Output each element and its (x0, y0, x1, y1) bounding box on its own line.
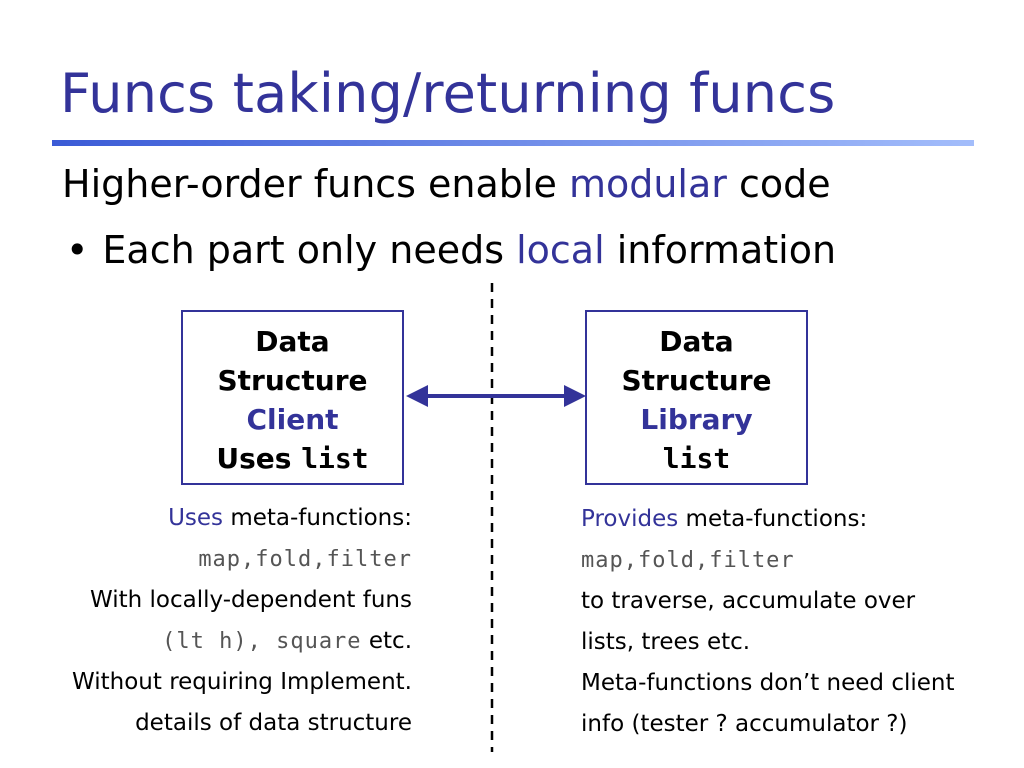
client-notes-code: map,fold,filter (198, 547, 412, 572)
bullet-line: • Each part only needs local information (66, 228, 836, 272)
library-notes-line: to traverse, accumulate over (581, 588, 916, 614)
client-box-line: Structure (217, 364, 368, 397)
subtitle-text: Higher-order funcs enable (62, 162, 569, 206)
arrow-head-left (406, 385, 428, 407)
client-notes-line: details of data structure (135, 710, 412, 736)
title-underline (52, 140, 974, 146)
library-notes-line: lists, trees etc. (581, 629, 751, 655)
client-box-uses: Uses list (216, 442, 369, 475)
subtitle-text-end: code (726, 162, 831, 206)
arrow-head-right (564, 385, 586, 407)
subtitle-line: Higher-order funcs enable modular code (62, 162, 831, 206)
client-box-code: list (301, 442, 369, 475)
library-notes-line: Meta-functions don’t need client (581, 670, 955, 696)
library-notes-code: map,fold,filter (581, 548, 795, 573)
client-notes-line: Without requiring Implement. (72, 669, 412, 695)
library-box: Data Structure Library list (585, 310, 808, 485)
subtitle-emphasis: modular (568, 162, 727, 206)
client-notes-line: Uses meta-functions: (168, 505, 412, 531)
client-box-line: Data (255, 325, 330, 358)
library-box-line: Structure (621, 364, 772, 397)
bullet-emphasis: local (516, 228, 605, 272)
library-notes: Provides meta-functions: map,fold,filter… (581, 499, 955, 745)
client-notes: Uses meta-functions: map,fold,filter Wit… (72, 498, 412, 744)
library-box-role: Library (640, 403, 753, 436)
library-notes-line: Provides meta-functions: (581, 506, 868, 532)
slide-title: Funcs taking/returning funcs (60, 62, 836, 125)
client-notes-line: With locally-dependent funs (90, 587, 412, 613)
client-box-role: Client (246, 403, 339, 436)
library-box-code: list (662, 442, 731, 475)
library-notes-line: info (tester ? accumulator ?) (581, 711, 908, 737)
library-box-line: Data (659, 325, 734, 358)
client-box: Data Structure Client Uses list (181, 310, 404, 485)
client-notes-line: (lt h), square etc. (162, 628, 412, 654)
bullet-text-end: information (604, 228, 837, 272)
bullet-text: Each part only needs (102, 228, 517, 272)
bullet-marker: • (66, 228, 89, 272)
